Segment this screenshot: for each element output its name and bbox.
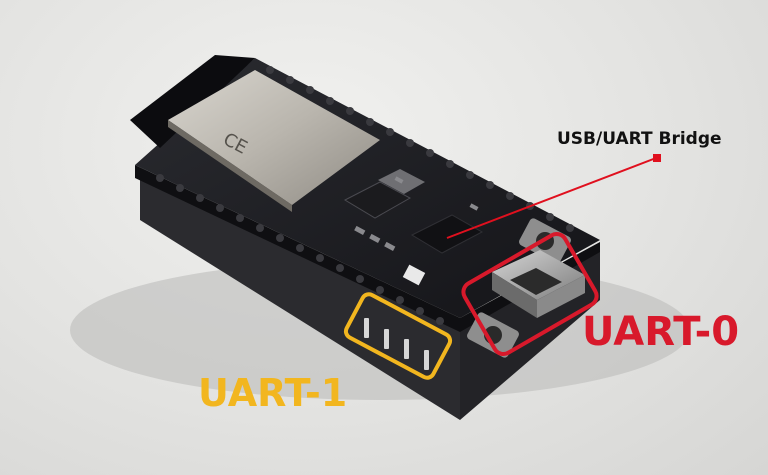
uart1-highlight-box: [343, 292, 453, 380]
uart1-pins: [364, 318, 429, 370]
bridge-pointer-line: [446, 157, 657, 239]
uart0-label: UART-0: [582, 309, 740, 355]
bottom-pin-row: [156, 174, 444, 325]
rgb-led: [402, 264, 426, 286]
usb-uart-bridge-chip: [410, 214, 484, 254]
uart1-label: UART-1: [198, 371, 348, 415]
uart0-highlight-box: [461, 232, 599, 356]
bridge-pointer-end: [653, 154, 661, 162]
usb-uart-bridge-label: USB/UART Bridge: [557, 129, 722, 149]
usb-connector: [492, 250, 585, 318]
wifi-module-shield: [168, 70, 380, 205]
pin-header-underside: [140, 175, 460, 420]
top-pin-row: [266, 66, 574, 232]
antenna-area: [130, 55, 255, 148]
smd-components: [354, 176, 479, 251]
wifi-module-shield-edge: [168, 120, 292, 212]
voltage-regulator: [343, 181, 412, 219]
